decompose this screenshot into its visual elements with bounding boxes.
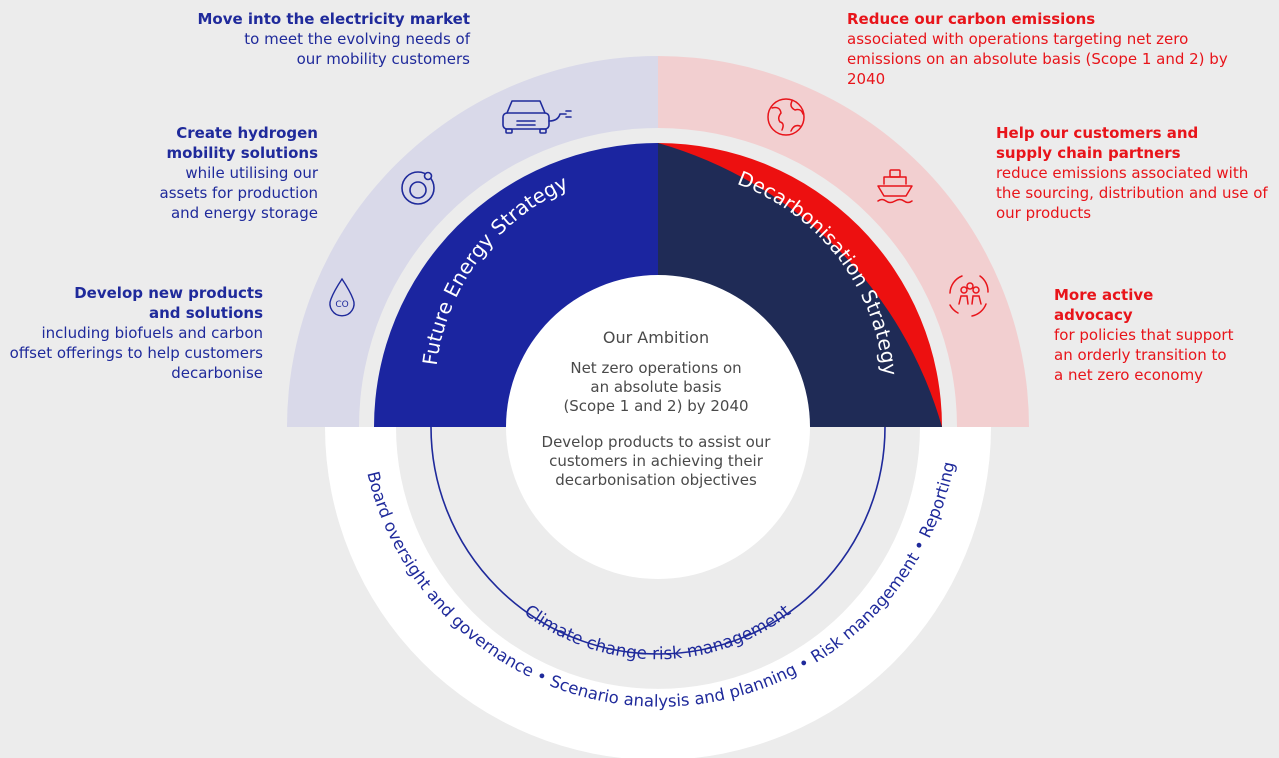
left-item-heading: Move into the electricity market [197,10,470,28]
climate-risk-label: Climate change risk management [520,601,795,664]
right-item-heading: Help our customers and supply chain part… [996,124,1199,162]
outer-band-right [658,56,1029,427]
left-item-electricity: Move into the electricity market to meet… [160,9,470,69]
left-item-hydrogen: Create hydrogen mobility solutions while… [148,123,318,223]
right-item-customers: Help our customers and supply chain part… [996,123,1274,223]
ship-icon [877,169,913,204]
ambition-title: Our Ambition [602,328,710,347]
outer-band-left [287,56,658,427]
svg-text:CO: CO [335,300,348,310]
ambition-text: Our Ambition Net zero operations on an a… [525,328,787,490]
left-item-body: while utilising our assets for productio… [159,164,318,222]
right-item-body: reduce emissions associated with the sou… [996,164,1268,222]
electric-car-icon [502,100,572,134]
ambition-net-zero: Net zero operations on an absolute basis… [563,359,749,415]
left-item-heading: Create hydrogen mobility solutions [166,124,318,162]
right-item-body: associated with operations targeting net… [847,30,1228,88]
right-item-advocacy: More active advocacy for policies that s… [1054,285,1234,385]
future-energy-strategy-band [374,143,658,427]
right-item-heading: More active advocacy [1054,286,1154,324]
left-item-products: Develop new products and solutions inclu… [5,283,263,383]
hydrogen-icon [401,171,435,205]
inner-climate-ring [430,426,886,655]
left-item-heading: Develop new products and solutions [74,284,263,322]
left-item-body: including biofuels and carbon offset off… [9,324,263,382]
ambition-center-disc [506,275,810,579]
advocacy-people-icon [949,275,989,317]
right-item-emissions: Reduce our carbon emissions associated w… [847,9,1232,89]
globe-icon [767,98,805,136]
outer-governance-ring [325,427,991,758]
ambition-products: Develop products to assist our customers… [541,433,771,489]
right-item-body: for policies that support an orderly tra… [1054,326,1234,384]
left-item-body: to meet the evolving needs of our mobili… [244,30,470,68]
strategy-overlap [658,143,942,427]
co2-droplet-icon: CO [329,277,355,317]
right-item-heading: Reduce our carbon emissions [847,10,1096,28]
